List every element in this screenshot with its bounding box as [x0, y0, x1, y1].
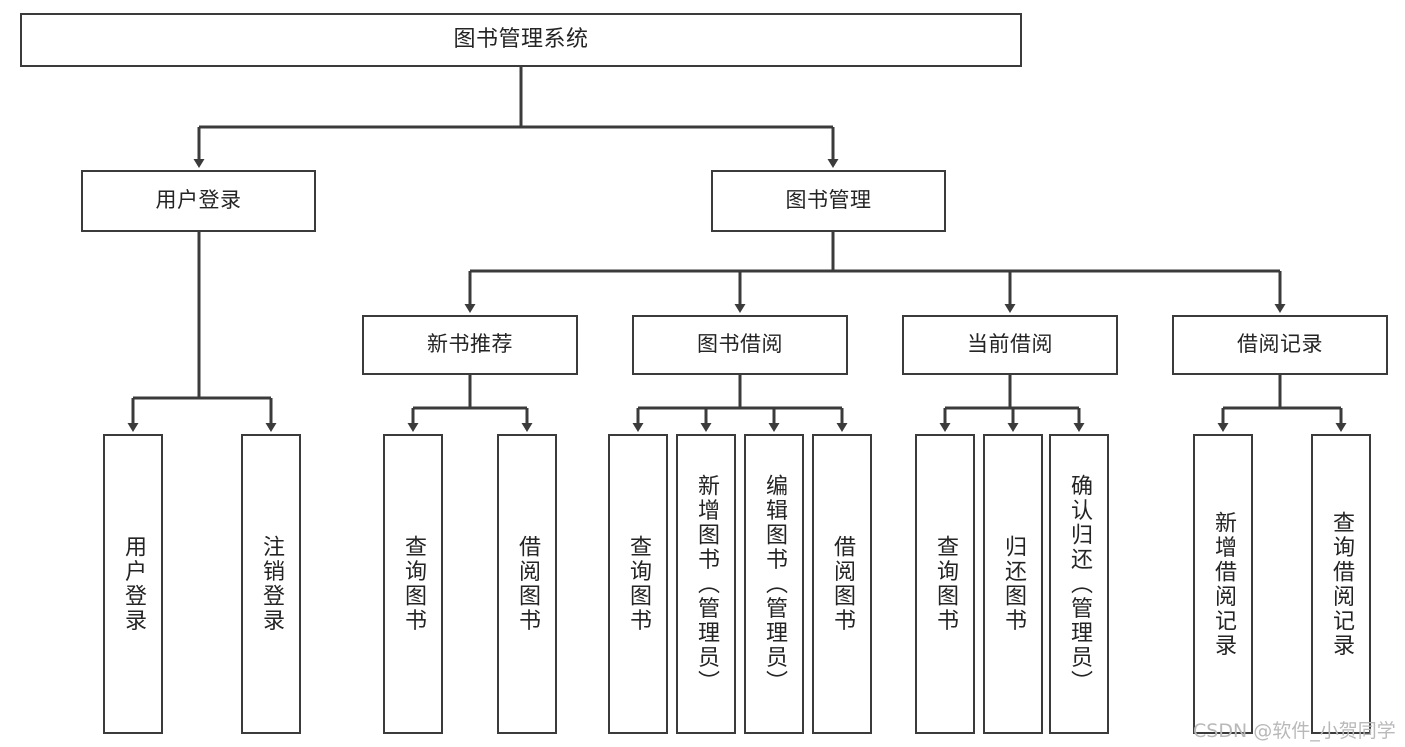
node-label: 新书推荐 [427, 332, 513, 357]
node-book-borrow[interactable]: 图书借阅 [632, 315, 848, 375]
node-label: 查询图书 [625, 535, 651, 633]
node-label: 注销登录 [258, 535, 284, 633]
node-leaf-return-book[interactable]: 归还图书 [983, 434, 1043, 734]
node-leaf-confirm-return-admin[interactable]: 确认归还（管理员） [1049, 434, 1109, 734]
node-leaf-query-book-borrow[interactable]: 查询图书 [608, 434, 668, 734]
csdn-watermark: CSDN @软件_小贺同学 [1193, 720, 1396, 742]
node-label: 当前借阅 [967, 332, 1053, 357]
node-label: 编辑图书（管理员） [761, 473, 787, 695]
node-leaf-query-book-recommend[interactable]: 查询图书 [383, 434, 443, 734]
node-leaf-borrow-book-recommend[interactable]: 借阅图书 [497, 434, 557, 734]
node-label: 借阅图书 [829, 535, 855, 633]
node-label: 查询图书 [932, 535, 958, 633]
node-leaf-user-login[interactable]: 用户登录 [103, 434, 163, 734]
node-leaf-edit-book-admin[interactable]: 编辑图书（管理员） [744, 434, 804, 734]
node-book-management[interactable]: 图书管理 [711, 170, 946, 232]
node-leaf-logout-login[interactable]: 注销登录 [241, 434, 301, 734]
node-leaf-add-book-admin[interactable]: 新增图书（管理员） [676, 434, 736, 734]
node-leaf-add-borrow-record[interactable]: 新增借阅记录 [1193, 434, 1253, 734]
node-label: 用户登录 [120, 535, 146, 633]
node-label: 借阅记录 [1237, 332, 1323, 357]
node-label: 用户登录 [155, 188, 242, 213]
node-label: 查询借阅记录 [1328, 510, 1354, 658]
node-leaf-query-borrow-record[interactable]: 查询借阅记录 [1311, 434, 1371, 734]
node-root-book-management-system[interactable]: 图书管理系统 [20, 13, 1022, 67]
node-borrow-record[interactable]: 借阅记录 [1172, 315, 1388, 375]
node-user-login[interactable]: 用户登录 [81, 170, 316, 232]
node-label: 新增借阅记录 [1210, 510, 1236, 658]
node-label: 图书管理系统 [453, 26, 589, 52]
node-new-book-recommend[interactable]: 新书推荐 [362, 315, 578, 375]
node-label: 归还图书 [1000, 535, 1026, 633]
node-label: 借阅图书 [514, 535, 540, 633]
node-leaf-query-book-current[interactable]: 查询图书 [915, 434, 975, 734]
node-label: 确认归还（管理员） [1066, 473, 1092, 695]
node-label: 图书借阅 [697, 332, 783, 357]
node-label: 图书管理 [785, 188, 872, 213]
node-current-borrow[interactable]: 当前借阅 [902, 315, 1118, 375]
node-label: 查询图书 [400, 535, 426, 633]
node-leaf-borrow-book[interactable]: 借阅图书 [812, 434, 872, 734]
node-label: 新增图书（管理员） [693, 473, 719, 695]
